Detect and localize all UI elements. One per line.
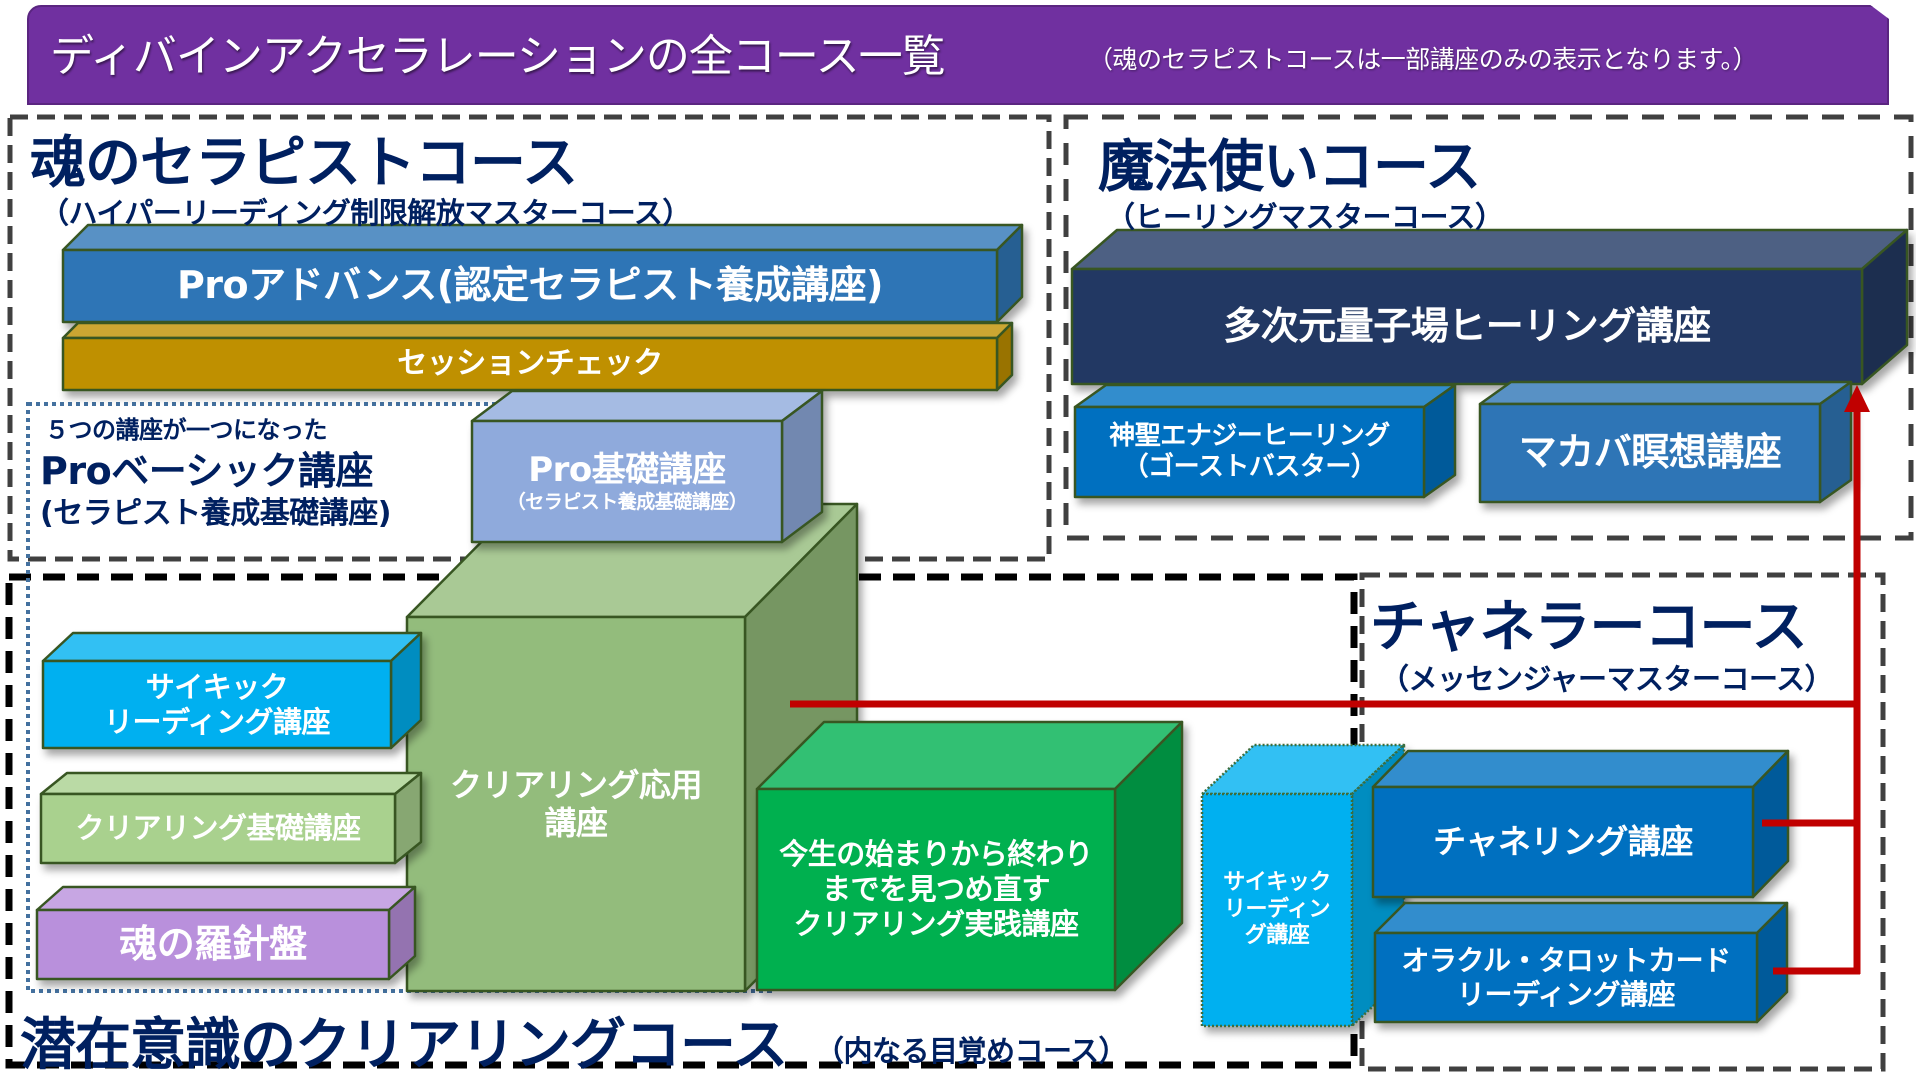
pro-basic-subtitle: (セラピスト養成基礎講座) — [40, 496, 391, 531]
clearing-practice-block — [755, 720, 1184, 992]
label-line: クリアリング応用 — [449, 765, 703, 804]
pro-basic-title: Proベーシック講座 — [40, 449, 373, 493]
block-front-face — [1371, 785, 1755, 899]
arrow-up-icon — [1844, 385, 1870, 412]
multi-dim-healing-label: 多次元量子場ヒーリング講座 — [1072, 269, 1862, 384]
block-front-face — [1070, 267, 1864, 386]
block-front-face — [1373, 931, 1759, 1024]
label-line: グ講座 — [1244, 923, 1310, 949]
block-front-face — [1200, 792, 1354, 1028]
oracle-tarot-label: オラクル・タロットカードリーディング講座 — [1375, 933, 1757, 1022]
label-line: クリアリング基礎講座 — [75, 811, 361, 846]
block-front-face — [61, 336, 999, 392]
clearing-basic-label: クリアリング基礎講座 — [41, 794, 395, 863]
block-top-face — [1373, 901, 1789, 935]
clearing-applied-label: クリアリング応用講座 — [407, 617, 745, 991]
clearing-course-subtitle: （内なる目覚めコース） — [815, 1034, 1128, 1068]
wizard-course-frame — [1063, 114, 1914, 541]
psychic-reading-left-label: サイキックリーディング講座 — [43, 661, 391, 748]
psychic-reading-right-label: サイキックリーディング講座 — [1202, 794, 1352, 1026]
pro-kiso-label: Pro基礎講座（セラピスト養成基礎講座） — [472, 421, 782, 542]
pro-basic-note: ５つの講座が一つになった — [45, 416, 328, 444]
block-front-face — [39, 792, 397, 865]
divine-energy-block — [1073, 383, 1457, 499]
label-line: クリアリング実践講座 — [793, 906, 1079, 941]
label-line: リーディング講座 — [104, 704, 330, 739]
merkaba-label: マカバ瞑想講座 — [1480, 404, 1820, 502]
label-line: Proアドバンス(認定セラピスト養成講座) — [176, 263, 884, 308]
label-line: セッションチェック — [397, 346, 663, 381]
label-line: リーディン — [1224, 896, 1330, 922]
block-front-face — [1478, 402, 1822, 504]
block-top-face — [470, 389, 824, 423]
session-check-label: セッションチェック — [63, 338, 997, 390]
label-line: Pro基礎講座 — [528, 449, 726, 490]
session-check-block — [61, 321, 1014, 392]
multi-dim-healing-block — [1070, 228, 1909, 386]
block-front-face — [35, 908, 391, 981]
block-top-face — [39, 771, 423, 796]
label-line: 魂の羅針盤 — [119, 921, 307, 966]
oracle-tarot-block — [1373, 901, 1789, 1024]
block-front-face — [41, 659, 393, 750]
label-line: までを見つめ直す — [821, 872, 1051, 907]
pro-advance-block — [61, 223, 1024, 324]
block-top-face — [61, 321, 1014, 340]
label-line: （セラピスト養成基礎講座） — [506, 490, 748, 513]
label-line: サイキック — [1223, 870, 1331, 896]
channeling-label: チャネリング講座 — [1373, 787, 1753, 897]
block-front-face — [405, 615, 747, 993]
divine-energy-label: 神聖エナジーヒーリング（ゴーストバスター） — [1075, 407, 1424, 497]
page-title: ディバインアクセラレーションの全コース一覧 — [50, 31, 946, 82]
clearing-basic-block — [39, 771, 423, 865]
block-top-face — [1073, 383, 1457, 409]
block-front-face — [1073, 405, 1426, 499]
clearing-course-frame — [5, 573, 1358, 1069]
label-line: チャネリング講座 — [1433, 822, 1693, 862]
block-side-face — [1818, 380, 1853, 504]
channeler-course-title: チャネラーコース — [1370, 595, 1808, 660]
soul-compass-label: 魂の羅針盤 — [37, 910, 389, 979]
page-subtitle: （魂のセラピストコースは一部講座のみの表示となります。） — [1088, 45, 1758, 74]
block-top-face — [41, 631, 423, 663]
block-top-face — [1478, 380, 1853, 406]
block-top-face — [1371, 749, 1790, 789]
clearing-practice-label: 今生の始まりから終わりまでを見つめ直すクリアリング実践講座 — [757, 789, 1115, 990]
merkaba-block — [1478, 380, 1853, 504]
label-line: 多次元量子場ヒーリング講座 — [1223, 303, 1711, 348]
label-line: 講座 — [544, 804, 608, 842]
psychic-reading-left-block — [41, 631, 423, 750]
label-line: 神聖エナジーヒーリング — [1109, 420, 1390, 451]
soul-therapist-course-title: 魂のセラピストコース — [30, 131, 578, 196]
wizard-course-title: 魔法使いコース — [1098, 135, 1481, 200]
pro-kiso-block — [470, 389, 824, 544]
label-line: 今生の始まりから終わり — [779, 837, 1093, 872]
soul-therapist-course-subtitle: （ハイパーリーディング制限解放マスターコース） — [40, 196, 691, 230]
channeler-course-subtitle: （メッセンジャーマスターコース） — [1380, 662, 1834, 696]
label-line: マカバ瞑想講座 — [1518, 430, 1782, 475]
label-line: リーディング講座 — [1456, 977, 1676, 1011]
label-line: サイキック — [145, 669, 289, 704]
block-top-face — [35, 885, 417, 912]
clearing-course-title: 潜在意識のクリアリングコース — [20, 1013, 788, 1078]
soul-compass-block — [35, 885, 417, 981]
header-bar — [27, 5, 1889, 105]
block-top-face — [755, 720, 1184, 791]
wizard-course-subtitle: （ヒーリングマスターコース） — [1106, 200, 1504, 234]
block-front-face — [755, 787, 1117, 992]
block-front-face — [470, 419, 784, 544]
label-line: （ゴーストバスター） — [1122, 452, 1377, 482]
pro-advance-label: Proアドバンス(認定セラピスト養成講座) — [63, 250, 997, 322]
channeling-block — [1371, 749, 1790, 899]
label-line: オラクル・タロットカード — [1401, 943, 1731, 977]
